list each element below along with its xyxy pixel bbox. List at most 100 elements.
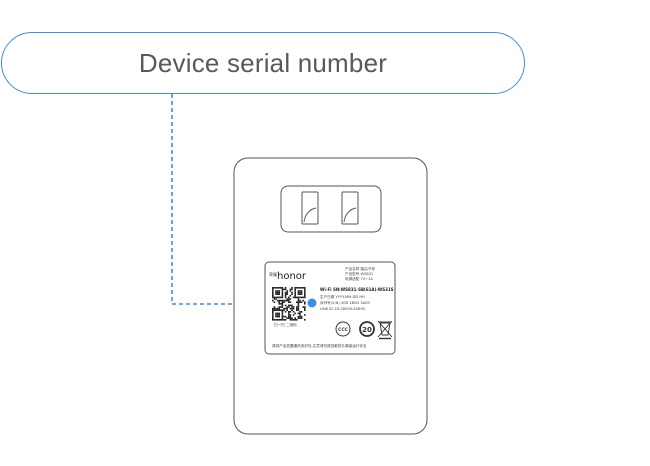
qr-module <box>273 301 276 303</box>
qr-module <box>294 287 296 289</box>
qr-module <box>297 296 300 299</box>
qr-module <box>278 301 280 303</box>
qr-module <box>294 319 296 321</box>
qr-module <box>288 314 290 316</box>
qr-module <box>299 291 301 294</box>
qr-module <box>276 314 279 316</box>
qr-module <box>288 306 290 308</box>
qr-module <box>289 307 292 310</box>
qr-module <box>276 291 279 294</box>
qr-module <box>276 290 279 292</box>
qr-module <box>284 295 287 297</box>
qr-module <box>288 317 290 319</box>
qr-module <box>292 296 295 299</box>
qr-module <box>291 291 293 294</box>
qr-module <box>299 315 301 318</box>
qr-module <box>291 304 293 307</box>
info-line-3: 电源适配 7V⎓1A <box>345 276 373 281</box>
qr-module <box>296 306 298 308</box>
callout-label: Device serial number <box>138 47 388 78</box>
qr-module <box>278 291 280 294</box>
qr-module <box>299 317 301 319</box>
qr-module <box>297 309 300 311</box>
qr-module <box>297 298 300 300</box>
qr-module <box>284 315 287 318</box>
qr-module <box>273 296 276 299</box>
qr-module <box>284 307 287 310</box>
qr-module <box>288 299 290 302</box>
qr-module <box>283 309 285 311</box>
qr-module <box>299 293 301 295</box>
qr-module <box>281 311 284 313</box>
qr-module <box>288 301 290 303</box>
qr-module <box>300 315 303 318</box>
qr-module <box>278 293 280 295</box>
qr-module <box>288 315 290 318</box>
qr-module <box>280 296 282 299</box>
qr-module <box>283 307 285 310</box>
footer-note: 请将产品放置通风良好处,注意请勿遮挡散热孔确保运行安全 <box>272 343 367 348</box>
qr-module <box>273 309 276 311</box>
qr-module <box>288 304 290 307</box>
qr-module <box>304 301 306 303</box>
qr-module <box>286 293 288 295</box>
qr-module <box>299 311 301 313</box>
qr-module <box>276 315 279 318</box>
qr-module <box>304 296 306 299</box>
qr-module <box>272 288 274 291</box>
qr-module <box>284 304 287 307</box>
qr-module <box>289 298 292 300</box>
qr-module <box>289 290 292 292</box>
qr-module <box>291 306 293 308</box>
qr-module <box>272 299 274 302</box>
qr-module <box>297 291 300 294</box>
qr-module <box>302 306 304 308</box>
qr-module <box>300 296 303 299</box>
detail-line-1: 生产日期 YYYY-MM-DD HH <box>320 294 365 299</box>
qr-module <box>299 301 301 303</box>
qr-module <box>291 293 293 295</box>
qr-module <box>288 298 290 300</box>
qr-module <box>296 301 298 303</box>
qr-module <box>275 309 277 311</box>
qr-module <box>297 317 300 319</box>
qr-module <box>296 309 298 311</box>
qr-module <box>294 288 296 291</box>
qr-module <box>281 288 284 291</box>
qr-module <box>294 291 296 294</box>
qr-module <box>284 293 287 295</box>
qr-module <box>292 306 295 308</box>
qr-module <box>299 290 301 292</box>
ccc-mark-text: CCC <box>338 327 349 333</box>
qr-module <box>291 309 293 311</box>
plug-pin-left <box>301 191 319 225</box>
qr-module <box>281 296 284 299</box>
qr-module <box>272 314 274 316</box>
qr-module <box>304 307 306 310</box>
qr-module <box>286 309 288 311</box>
qr-module <box>291 287 293 289</box>
qr-module <box>273 307 276 310</box>
qr-module <box>280 306 282 308</box>
qr-module <box>281 293 284 295</box>
qr-module <box>284 296 287 299</box>
qr-module <box>289 311 292 313</box>
serial-number-callout: Device serial number <box>1 32 525 94</box>
qr-module <box>273 319 276 321</box>
qr-module <box>283 301 285 303</box>
qr-module <box>278 309 280 311</box>
qr-module <box>288 312 290 315</box>
qr-module <box>291 319 293 321</box>
qr-module <box>275 291 277 294</box>
qr-module <box>296 296 298 299</box>
info-line-1: 产品名称 路由子母 <box>345 266 375 271</box>
qr-module <box>292 314 295 316</box>
qr-module <box>275 307 277 310</box>
qr-module <box>292 319 295 321</box>
qr-module <box>273 298 276 300</box>
qr-module <box>275 315 277 318</box>
qr-module <box>297 312 300 315</box>
qr-module <box>278 312 280 315</box>
qr-module <box>280 287 282 289</box>
qr-module <box>292 307 295 310</box>
